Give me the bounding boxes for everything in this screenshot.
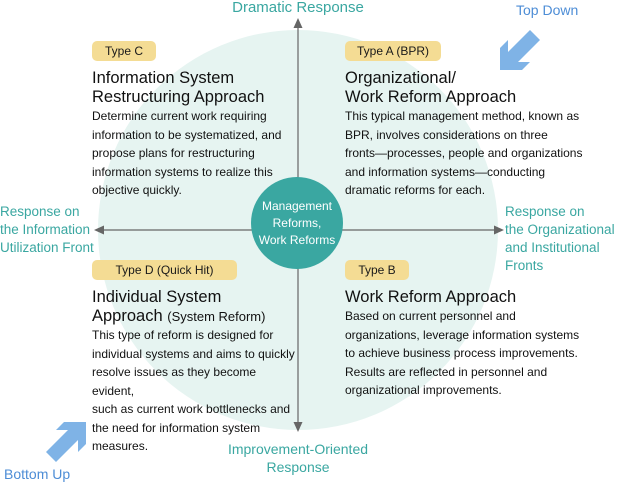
- axis-label-left-line1: Response on: [0, 204, 80, 219]
- body-type-a: This typical management method, known as…: [345, 107, 615, 200]
- body-type-d-line: This type of reform is designed for: [92, 328, 274, 342]
- axis-label-bottom-line2: Response: [266, 459, 330, 475]
- title-type-a-line1: Organizational/: [345, 69, 456, 87]
- body-type-a-line: This typical management method, known as: [345, 109, 580, 123]
- tag-type-a: Type A (BPR): [345, 41, 441, 61]
- tag-type-d: Type D (Quick Hit): [92, 260, 237, 280]
- body-type-a-line: fronts—processes, people and organizatio…: [345, 146, 583, 160]
- axis-arrowhead-top: [293, 18, 303, 28]
- axis-label-right: Response on the Organizational and Insti…: [505, 203, 636, 275]
- title-type-d-line1: Individual System: [92, 288, 222, 306]
- axis-label-top: Dramatic Response: [232, 0, 364, 16]
- body-type-d: This type of reform is designed for indi…: [92, 326, 297, 456]
- center-circle: Management Reforms, Work Reforms: [251, 177, 343, 269]
- body-type-d-line: the need for information system: [92, 420, 261, 435]
- title-type-a: Organizational/ Work Reform Approach: [345, 69, 516, 107]
- body-type-c-line: information systems to realize this: [92, 164, 273, 179]
- body-type-d-line: individual systems and aims to quickly: [92, 346, 295, 361]
- title-type-d-line2: Approach: [92, 307, 163, 325]
- body-type-b: Based on current personnel and organizat…: [345, 307, 615, 400]
- body-type-a-line: dramatic reforms for each.: [345, 183, 486, 197]
- title-type-b-line1: Work Reform Approach: [345, 288, 517, 306]
- body-type-b-line: organizational improvements.: [345, 383, 502, 397]
- title-type-a-line2: Work Reform Approach: [345, 88, 517, 106]
- body-type-c-line: propose plans for restructuring: [92, 146, 255, 160]
- bottom-up-arrow-icon: [46, 422, 86, 462]
- axis-label-right-line1: Response on: [505, 204, 585, 219]
- axis-arrowhead-bottom: [293, 422, 303, 432]
- axis-label-left-line3: Utilization Front: [0, 240, 94, 255]
- top-down-arrow-icon: [500, 30, 540, 70]
- title-type-c-line1: Information System: [92, 69, 235, 87]
- title-type-b: Work Reform Approach: [345, 288, 516, 307]
- axis-label-right-line2: the Organizational: [505, 222, 615, 237]
- axis-label-right-line3: and Institutional Fronts: [505, 240, 600, 273]
- center-label-line1: Management: [261, 198, 333, 213]
- body-type-c-line: information to be systematized, and: [92, 127, 282, 142]
- title-type-c: Information System Restructuring Approac…: [92, 69, 264, 107]
- center-label-line2: Reforms,: [272, 215, 322, 230]
- top-down-label: Top Down: [516, 2, 579, 18]
- tag-type-b: Type B: [345, 260, 409, 280]
- axis-label-left-line2: the Information: [0, 222, 91, 237]
- center-label-line3: Work Reforms: [258, 232, 336, 247]
- body-type-a-line: BPR, involves considerations on three: [345, 127, 548, 142]
- body-type-b-line: Based on current personnel and: [345, 309, 516, 323]
- body-type-a-line: and information systems—conducting: [345, 164, 546, 179]
- axis-arrowhead-left: [94, 225, 104, 235]
- title-type-d-line2-wrap: Approach (System Reform): [92, 307, 265, 326]
- axis-label-bottom: Improvement-Oriented Response: [198, 440, 398, 476]
- body-type-d-line: measures.: [92, 439, 149, 453]
- title-type-c-line2: Restructuring Approach: [92, 88, 265, 106]
- body-type-c-line: objective quickly.: [92, 183, 182, 197]
- body-type-b-line: to achieve business process improvements…: [345, 346, 578, 360]
- axis-label-bottom-line1: Improvement-Oriented: [227, 441, 369, 457]
- body-type-d-line: resolve issues as they become evident,: [92, 365, 257, 398]
- body-type-b-line: Results are reflected in personnel and: [345, 364, 548, 379]
- axis-arrowhead-right: [494, 225, 504, 235]
- tag-type-c: Type C: [92, 41, 156, 61]
- title-type-d: Individual System Approach (System Refor…: [92, 288, 265, 326]
- body-type-b-line: organizations, leverage information syst…: [345, 327, 580, 342]
- axis-label-left: Response on the Information Utilization …: [0, 203, 94, 257]
- body-type-c-line: Determine current work requiring: [92, 109, 267, 123]
- title-type-d-suffix: (System Reform): [167, 309, 266, 324]
- body-type-c: Determine current work requiring informa…: [92, 107, 292, 200]
- body-type-d-line: such as current work bottlenecks and: [92, 402, 291, 416]
- bottom-up-label: Bottom Up: [4, 466, 71, 482]
